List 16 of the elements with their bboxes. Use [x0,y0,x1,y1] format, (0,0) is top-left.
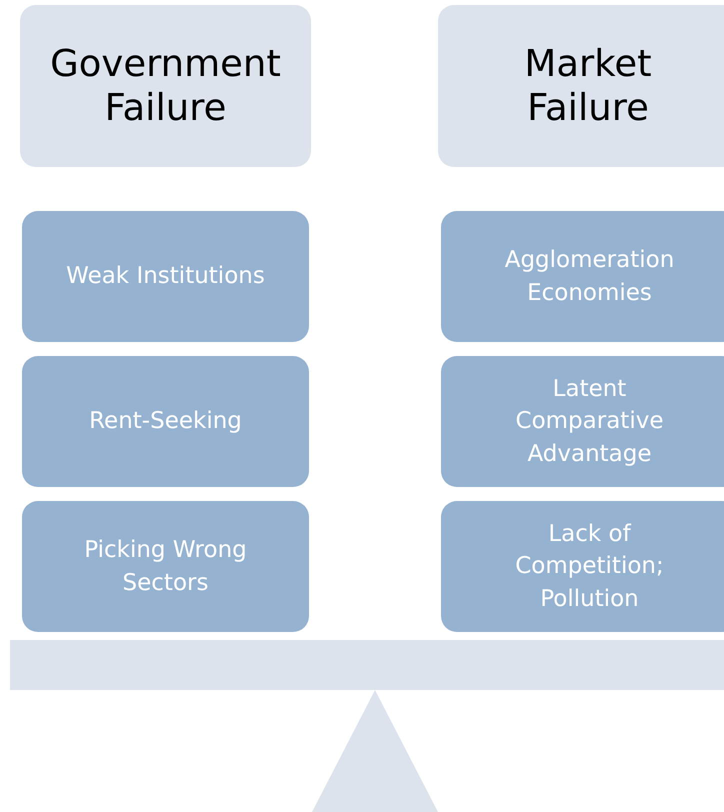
factor-box [441,211,724,342]
factor-box [22,356,309,487]
factor-label: Agglomeration Economies [504,246,676,308]
heading-box [438,5,724,167]
heading-text: Government Failure [49,42,282,130]
factor-label: Latent Comparative Advantage [514,375,664,469]
factor-label: Rent-Seeking [89,407,242,436]
factor-box [22,211,309,342]
factor-label: Picking Wrong Sectors [83,536,248,598]
factor-box [22,501,309,632]
factor-label: Lack of Competition; Pollution [514,520,665,614]
factor-box [441,501,724,632]
factor-label: Weak Institutions [66,262,265,292]
heading-box [20,5,311,167]
factor-box [441,356,724,487]
heading-text: Market Failure [523,42,653,130]
